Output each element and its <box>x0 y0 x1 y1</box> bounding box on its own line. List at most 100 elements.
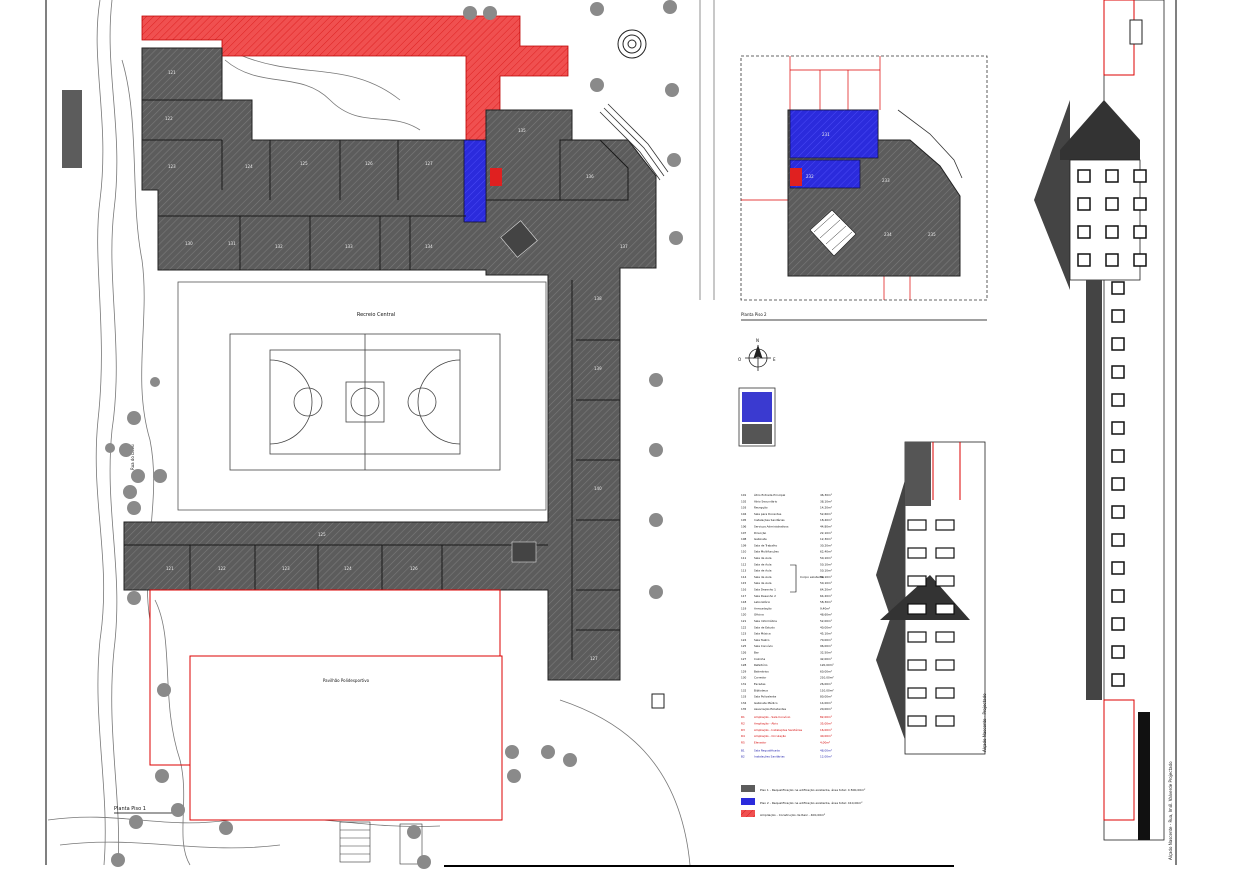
window-icon <box>1105 169 1119 183</box>
room-code: 125 <box>318 532 326 537</box>
swatch-label-existing: Piso 1 - Requalificação na edificação ex… <box>760 788 866 792</box>
window-icon <box>1111 449 1125 463</box>
pavilion-building <box>189 655 503 821</box>
window-icon <box>1111 337 1125 351</box>
legend-code: 133 <box>741 695 747 699</box>
legend-area: 30,20m² <box>820 543 832 547</box>
vehicle-icon <box>651 693 665 709</box>
window-icon <box>1133 225 1147 239</box>
legend-code: 113 <box>741 569 747 573</box>
elevation-main: Alçado Nascente - Rua, Imól. Valverde Pr… <box>1034 0 1173 860</box>
legend-code: 119 <box>741 606 747 610</box>
entrance-stairs <box>339 821 423 865</box>
legend-name: Átrio Entrada Principal <box>754 492 786 497</box>
legend-code: 104 <box>741 512 747 516</box>
window-icon <box>1111 533 1125 547</box>
swatch-label-blue: Piso 2 - Requalificação na edificação ex… <box>760 801 863 805</box>
legend-code: 118 <box>741 600 747 604</box>
floor-plan-2: 231 232 233 234 235 Planta Piso 2 <box>740 55 988 321</box>
legend-name: Gabinete Médico <box>754 701 778 705</box>
legend-name: Sala para Docentes <box>754 512 782 516</box>
legend-area: 50,10m² <box>820 569 832 573</box>
legend-area: 64,20m² <box>820 594 832 598</box>
legend-code: R4 <box>741 734 745 738</box>
room-code: 136 <box>586 174 594 179</box>
legend-code: B2 <box>741 755 745 759</box>
legend-code: 106 <box>741 525 747 529</box>
window-icon <box>907 631 927 643</box>
location-thumbnail <box>738 387 776 447</box>
legend-area: 12,00m² <box>820 755 832 759</box>
floor2-title: Planta Piso 2 <box>741 312 767 317</box>
legend-name: Balneários <box>754 669 769 673</box>
room-code: 126 <box>365 161 373 166</box>
legend-area: 50,10m² <box>820 575 832 579</box>
legend-code: 115 <box>741 581 747 585</box>
legend-code: 109 <box>741 543 747 547</box>
legend-area: 82,00m² <box>820 715 832 719</box>
legend-area: 20,00m² <box>820 707 832 711</box>
legend-row: 133 Sala Polivalente 80,00m² <box>741 695 832 699</box>
window-icon <box>935 603 955 615</box>
legend-code: 128 <box>741 663 747 667</box>
legend-name: Sala Desenho 1 <box>754 588 776 592</box>
stairs <box>500 220 538 563</box>
room-code: 139 <box>594 366 602 371</box>
legend-name: Sala Teatro <box>754 638 770 642</box>
legend-area: 22,10m² <box>820 531 832 535</box>
window-icon <box>935 631 955 643</box>
room-code: 233 <box>882 178 890 183</box>
legend-code: 130 <box>741 676 747 680</box>
window-icon <box>1111 617 1125 631</box>
legend-area: 50,10m² <box>820 562 832 566</box>
window-icon <box>907 519 927 531</box>
window-icon <box>1133 197 1147 211</box>
window-icon <box>1077 253 1091 267</box>
room-code: 121 <box>168 70 176 75</box>
legend-name: Oficina <box>754 613 764 617</box>
legend-code: 105 <box>741 518 747 522</box>
legend-area: 40,00m² <box>820 734 832 738</box>
window-icon <box>1111 589 1125 603</box>
legend-code: 114 <box>741 575 747 579</box>
window-icon <box>935 575 955 587</box>
window-icon <box>1111 673 1125 687</box>
legend-name: Laboratório <box>754 600 770 604</box>
room-code: 138 <box>594 296 602 301</box>
amphitheater-steps <box>599 103 669 181</box>
legend-name: Corredor <box>754 676 767 680</box>
window-icon <box>907 575 927 587</box>
room-code: 125 <box>300 161 308 166</box>
window-icon <box>1111 505 1125 519</box>
room-walls <box>124 99 629 660</box>
legend-code: 131 <box>741 682 747 686</box>
legend-code: R3 <box>741 728 745 732</box>
window-icon <box>907 603 927 615</box>
legend-area: 80,00m² <box>820 695 832 699</box>
legend-area: 62,40m² <box>820 550 832 554</box>
main-elevation-label: Alçado Nascente - Rua, Imól. Valverde Pr… <box>1168 761 1173 860</box>
legend-code: 129 <box>741 669 747 673</box>
compass-north: N <box>756 338 759 343</box>
legend-name: Sala Polivalente <box>754 695 776 699</box>
window-icon <box>1133 169 1147 183</box>
room-code: 131 <box>228 241 236 246</box>
